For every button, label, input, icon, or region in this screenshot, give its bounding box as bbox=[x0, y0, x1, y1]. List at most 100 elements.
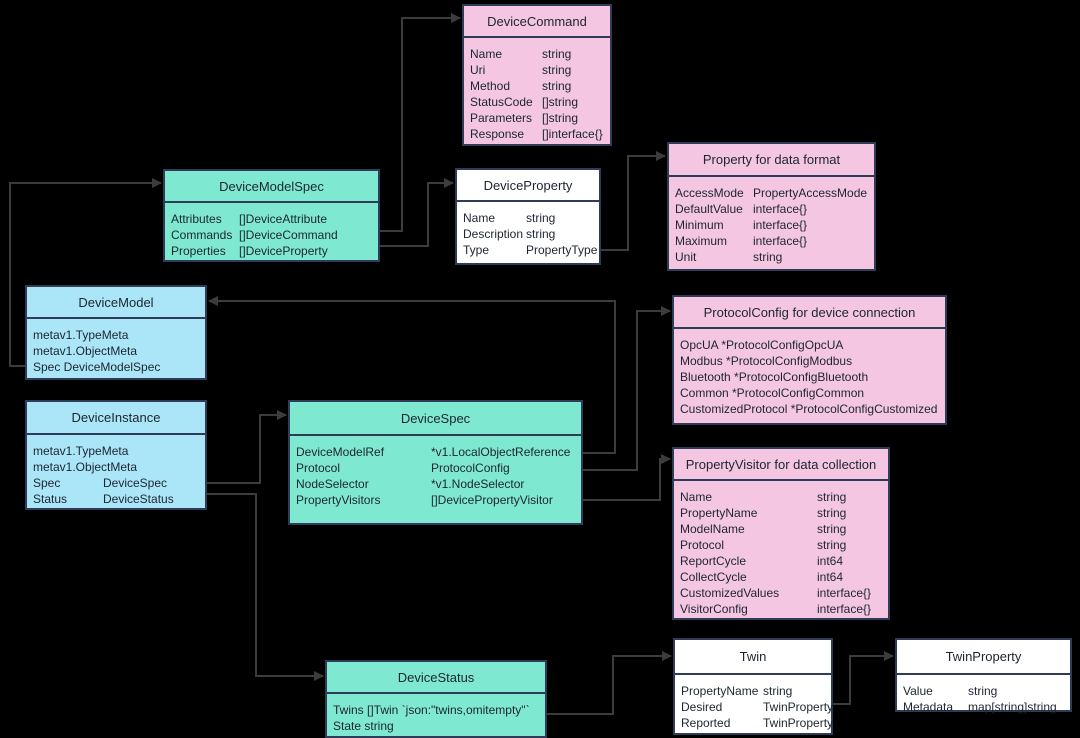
field-type: string bbox=[763, 684, 793, 698]
field-type: string bbox=[817, 522, 847, 536]
field-name: Name bbox=[680, 490, 713, 504]
field-row: Name string bbox=[470, 46, 610, 62]
field-name: Method bbox=[470, 79, 511, 93]
field-name: ReportCycle bbox=[680, 554, 747, 568]
field-type: string bbox=[526, 227, 556, 241]
class-title-device-status: DeviceStatus bbox=[327, 662, 545, 694]
field-name: Desired bbox=[681, 700, 723, 714]
field-row: OpcUA *ProtocolConfigOpcUA bbox=[680, 337, 945, 353]
field-type: interface{} bbox=[753, 202, 808, 216]
field-name: Spec bbox=[33, 476, 61, 490]
field-row: Bluetooth *ProtocolConfigBluetooth bbox=[680, 369, 945, 385]
field-row: CollectCycle int64 bbox=[680, 569, 888, 585]
field-name: VisitorConfig bbox=[680, 602, 748, 616]
field-text: OpcUA *ProtocolConfigOpcUA bbox=[680, 338, 844, 352]
class-box-device-model[interactable]: DeviceModel metav1.TypeMeta metav1.ObjectM… bbox=[25, 285, 207, 380]
connector-twin-to-twin-property bbox=[833, 651, 894, 705]
connector-device-property-to-property-for-data-format bbox=[601, 151, 666, 251]
field-type: interface{} bbox=[753, 218, 808, 232]
field-name: Name bbox=[470, 47, 503, 61]
class-title-device-model: DeviceModel bbox=[27, 287, 205, 319]
field-text: metav1.TypeMeta bbox=[33, 328, 129, 342]
field-name: Metadata bbox=[903, 700, 954, 714]
field-name: Properties bbox=[171, 244, 226, 258]
field-row: DeviceModelRef*v1.LocalObjectReference bbox=[296, 444, 581, 460]
field-type: []DevicePropertyVisitor bbox=[431, 493, 553, 507]
field-row: Response[]interface{} bbox=[470, 126, 610, 142]
field-type: PropertyAccessMode bbox=[753, 186, 868, 200]
field-text: State string bbox=[333, 719, 394, 733]
field-row: metav1.TypeMeta bbox=[33, 443, 205, 459]
field-type: *v1.LocalObjectReference bbox=[431, 445, 571, 459]
field-name: Minimum bbox=[675, 218, 724, 232]
field-name: Commands bbox=[171, 228, 233, 242]
field-row: Properties []DeviceProperty bbox=[171, 243, 378, 259]
connector-device-model-spec-to-device-command bbox=[380, 13, 461, 232]
field-row: Reported TwinProperty bbox=[681, 715, 834, 731]
field-text: metav1.TypeMeta bbox=[33, 444, 129, 458]
field-text: metav1.ObjectMeta bbox=[33, 460, 138, 474]
class-title-device-property: DeviceProperty bbox=[457, 170, 599, 202]
connector-device-spec-to-property-visitor bbox=[583, 454, 671, 501]
field-name: Unit bbox=[675, 250, 697, 264]
field-name: CollectCycle bbox=[680, 570, 747, 584]
field-row: PropertyVisitors[]DevicePropertyVisitor bbox=[296, 492, 581, 508]
class-title-property-visitor: PropertyVisitor for data collection bbox=[674, 449, 888, 481]
field-type: []string bbox=[542, 111, 579, 125]
field-type: []DeviceProperty bbox=[239, 244, 328, 258]
connector-device-model-spec-to-device-property bbox=[380, 178, 454, 247]
connector-device-spec-to-device-model bbox=[208, 296, 616, 454]
field-name: StatusCode bbox=[470, 95, 533, 109]
field-type: string bbox=[968, 684, 998, 698]
field-text: metav1.ObjectMeta bbox=[33, 344, 138, 358]
connector-device-spec-to-protocol-config bbox=[583, 306, 671, 471]
field-type: string bbox=[817, 490, 847, 504]
class-body-device-status: Twins []Twin `json:"twins,omitempty"`Sta… bbox=[327, 694, 545, 734]
field-name: Reported bbox=[681, 716, 731, 730]
field-type: TwinProperty bbox=[763, 716, 834, 730]
field-type: DeviceSpec bbox=[103, 476, 168, 490]
field-name: Response bbox=[470, 127, 525, 141]
field-type: ProtocolConfig bbox=[431, 461, 510, 475]
field-type: string bbox=[753, 250, 783, 264]
field-name: CustomizedValues bbox=[680, 586, 780, 600]
field-text: Common *ProtocolConfigCommon bbox=[680, 386, 865, 400]
field-row: metav1.ObjectMeta bbox=[33, 343, 205, 359]
class-title-device-spec: DeviceSpec bbox=[290, 402, 581, 436]
field-type: string bbox=[817, 538, 847, 552]
field-type: string bbox=[542, 47, 572, 61]
connector-device-instance-to-device-spec bbox=[207, 410, 287, 484]
field-type: string bbox=[817, 506, 847, 520]
field-row: StatusCode[]string bbox=[470, 94, 610, 110]
field-text: CustomizedProtocol *ProtocolConfigCustom… bbox=[680, 402, 938, 416]
field-type: interface{} bbox=[753, 234, 808, 248]
